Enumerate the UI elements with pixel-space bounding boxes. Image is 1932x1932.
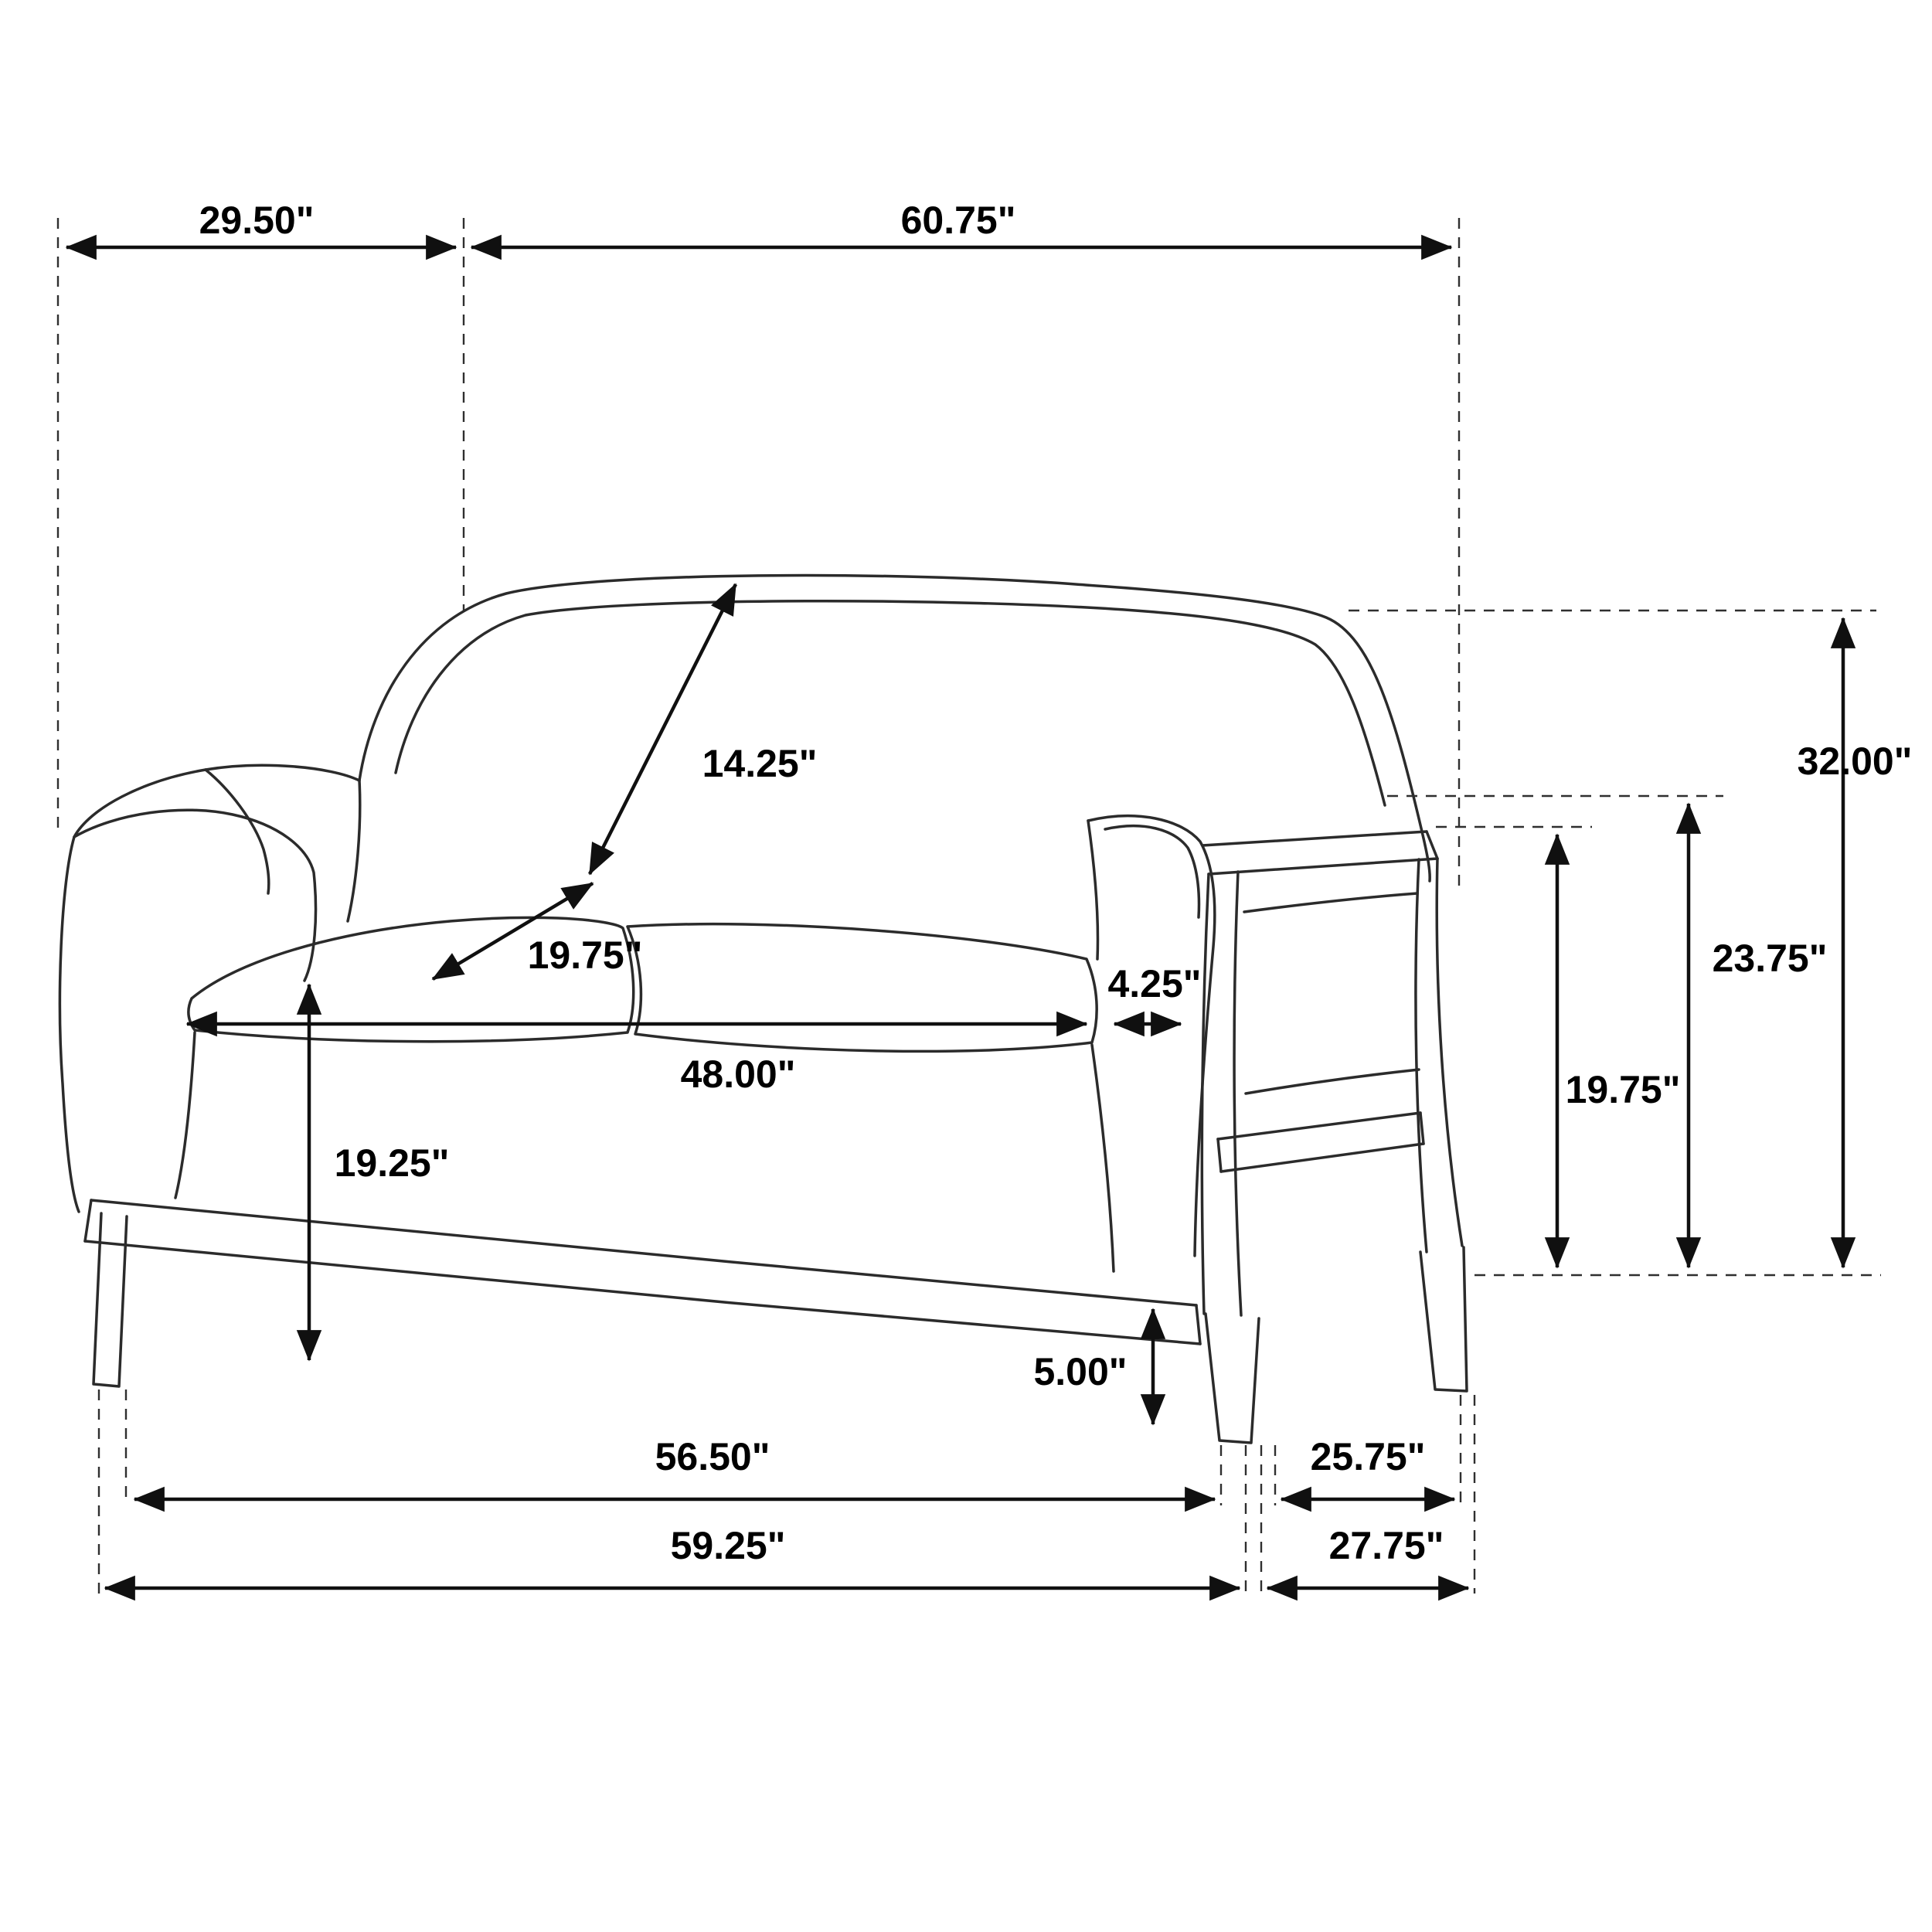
extension-lines xyxy=(56,218,1881,1594)
dim-arm-thickness: 4.25" xyxy=(1107,962,1202,1037)
sofa-right-arm-inner xyxy=(1087,819,1100,961)
frame-top-rail-upper xyxy=(1201,830,1428,847)
dimension-line xyxy=(587,583,738,876)
leg-front-right xyxy=(1204,1312,1260,1444)
dimension-line xyxy=(431,882,594,981)
dim-seat-height: 19.25" xyxy=(296,983,450,1362)
dimension-annotations: 29.50" 60.75" 14.25" 19.75" 48.00" 4.25"… xyxy=(65,199,1913,1601)
dim-label-frame-height: 19.75" xyxy=(1566,1068,1681,1111)
sofa-seat-face-left xyxy=(174,1031,196,1199)
sofa-left-arm-roll xyxy=(73,808,318,982)
dim-label-rail-height: 5.00" xyxy=(1033,1350,1127,1393)
frame-stretcher-left-end xyxy=(1216,1138,1223,1173)
frame-stretcher-bottom xyxy=(1219,1142,1425,1173)
frame-front-post-right xyxy=(1233,870,1243,1317)
dim-label-seat-height: 19.25" xyxy=(335,1141,450,1185)
dim-arm-height: 23.75" xyxy=(1675,802,1828,1269)
dim-depth-span-outer: 27.75" xyxy=(1266,1524,1470,1601)
dim-label-arm-thickness: 4.25" xyxy=(1107,962,1201,1005)
dim-seat-width: 48.00" xyxy=(185,1011,1088,1096)
sofa-left-arm-roll-2 xyxy=(204,768,270,895)
frame-stretcher-top xyxy=(1216,1111,1422,1141)
dim-seat-depth: 19.75" xyxy=(431,882,643,981)
sofa-seat-face-right xyxy=(1090,1043,1115,1273)
frame-rear-post-left xyxy=(1414,858,1428,1253)
sofa-back-outer xyxy=(358,573,1431,883)
sofa-right-arm-roll xyxy=(1104,824,1201,919)
frame-top-rail-end xyxy=(1425,830,1439,860)
sofa-right-arm-outer xyxy=(1087,815,1216,1257)
sofa-back-left-edge xyxy=(346,779,362,923)
sofa-rail-right-cap xyxy=(1195,1304,1202,1345)
dim-back-diagonal: 14.25" xyxy=(587,583,818,876)
dim-label-seat-depth: 19.75" xyxy=(528,934,643,977)
sofa-rail-bottom xyxy=(83,1240,1202,1345)
dim-label-leg-span-outer: 59.25" xyxy=(671,1524,786,1567)
dim-depth-span-inner: 25.75" xyxy=(1280,1435,1456,1512)
dim-side-width: 29.50" xyxy=(65,199,457,260)
dim-overall-height: 32.00" xyxy=(1798,617,1913,1269)
dim-label-side-width: 29.50" xyxy=(199,199,315,242)
leg-front-left xyxy=(92,1212,128,1388)
frame-top-rail-lower xyxy=(1207,857,1439,876)
frame-stretcher-right-end xyxy=(1419,1111,1425,1145)
sofa-back-inner xyxy=(394,599,1386,807)
dim-label-depth-span-inner: 25.75" xyxy=(1311,1435,1426,1478)
sofa-rail-top xyxy=(90,1199,1198,1307)
sofa-cushion-right xyxy=(626,922,1098,1053)
frame-front-post-left xyxy=(1200,872,1210,1315)
dim-label-overall-height: 32.00" xyxy=(1798,740,1913,783)
dim-label-leg-span-inner: 56.50" xyxy=(655,1435,770,1478)
sofa-left-arm-outer xyxy=(58,764,361,1213)
loveseat-line-drawing xyxy=(58,573,1468,1444)
dim-label-depth-span-outer: 27.75" xyxy=(1329,1524,1444,1567)
dim-back-width: 60.75" xyxy=(470,199,1453,260)
sofa-rail-left-cap xyxy=(83,1199,93,1243)
frame-rear-post-right xyxy=(1435,857,1464,1247)
dim-leg-span-outer: 59.25" xyxy=(104,1524,1241,1601)
dim-leg-span-inner: 56.50" xyxy=(133,1435,1216,1512)
side-panel-line-bottom xyxy=(1244,1068,1420,1095)
leg-rear-right xyxy=(1419,1246,1468,1393)
dim-label-back-width: 60.75" xyxy=(901,199,1016,242)
dim-frame-height: 19.75" xyxy=(1544,833,1681,1269)
dim-label-back-diagonal: 14.25" xyxy=(702,742,818,785)
dim-label-arm-height: 23.75" xyxy=(1713,937,1828,980)
dim-label-seat-width: 48.00" xyxy=(681,1053,796,1096)
dim-rail-height: 5.00" xyxy=(1033,1308,1166,1426)
side-panel-line-top xyxy=(1243,892,1419,913)
